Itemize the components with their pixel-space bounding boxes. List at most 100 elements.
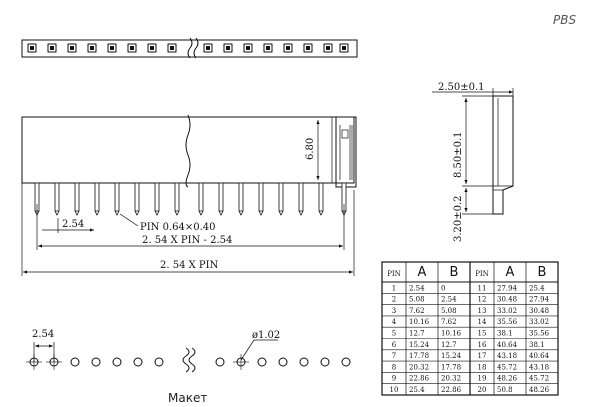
top-pin-core <box>342 46 346 50</box>
hole-circles <box>26 354 351 370</box>
hole-circle <box>278 357 288 367</box>
dim-pin-size: PIN 0.64×0.40 <box>140 222 216 233</box>
dim-span-total: 2. 54 X PIN <box>160 260 219 271</box>
table-cell: 45.72 <box>529 375 549 383</box>
hole-circle <box>257 357 267 367</box>
table-cell: 2.54 <box>409 284 425 292</box>
dim-span-minus: 2. 54 X PIN - 2.54 <box>142 235 232 246</box>
table-header-cell: PIN <box>475 270 489 278</box>
top-pin-core <box>90 46 94 50</box>
top-pin-core <box>50 46 54 50</box>
front-pin-tip <box>198 210 204 216</box>
front-end-detail <box>335 116 357 188</box>
hole-circle <box>91 357 101 367</box>
side-view: 2.50±0.1 8.50±0.1 3.20±0.2 <box>432 82 514 242</box>
top-pin-core <box>286 46 290 50</box>
table-cell: 22.86 <box>409 375 430 383</box>
table-header-cell: A <box>506 265 515 280</box>
table-cell: 50.8 <box>497 386 513 394</box>
table-cell: 15.24 <box>409 341 430 349</box>
front-pin <box>154 182 160 212</box>
top-view-pin-squares <box>27 43 349 53</box>
hole-circle <box>215 357 225 367</box>
hole-circle <box>320 357 330 367</box>
hole-break-1 <box>182 347 190 373</box>
table-cell: 40.64 <box>529 352 550 360</box>
front-pin <box>114 182 120 212</box>
table-cell: 30.48 <box>497 296 517 304</box>
table-header-cell: A <box>418 265 427 280</box>
top-pin-core <box>326 46 330 50</box>
table-cell: 7 <box>392 352 396 360</box>
front-pin <box>74 182 80 212</box>
front-pin-tip <box>218 210 224 216</box>
table-cell: 38.1 <box>529 341 545 349</box>
table-cell: 20 <box>478 386 487 394</box>
table-cell: 6 <box>392 341 397 349</box>
table-cell: 35.56 <box>497 318 518 326</box>
table-cell: 12.7 <box>441 341 457 349</box>
front-pin-tip <box>74 210 80 216</box>
front-view: 6.80 2.54 PIN 0.64×0.40 2. 54 X PIN - 2.… <box>21 114 357 276</box>
table-cell: 16 <box>478 341 487 349</box>
table-header-cell: B <box>538 265 547 280</box>
front-pin <box>218 182 224 212</box>
front-pin-tip <box>134 210 140 216</box>
table-cell: 27.94 <box>497 284 518 292</box>
table-cell: 2.54 <box>441 296 457 304</box>
top-pin-core <box>306 46 310 50</box>
hole-break-2 <box>188 347 196 373</box>
table-cell: 14 <box>478 318 487 326</box>
table-cell: 11 <box>478 284 487 292</box>
top-pin-core <box>266 46 270 50</box>
table-cell: 48.26 <box>529 386 550 394</box>
top-pin-core <box>110 46 114 50</box>
front-pin-tip <box>318 210 324 216</box>
hole-circle <box>341 357 351 367</box>
series-label: PBS <box>553 13 576 27</box>
table-cell: 8 <box>392 363 396 371</box>
table-cell: 25.4 <box>409 386 425 394</box>
front-pin <box>94 182 100 212</box>
hole-circle <box>70 357 80 367</box>
side-view-outline <box>492 95 514 215</box>
table-cell: 33.02 <box>529 318 549 326</box>
table-cell: 4 <box>392 318 397 326</box>
dim-body-height: 8.50±0.1 <box>453 131 464 178</box>
table-cell: 35.56 <box>529 330 550 338</box>
table-cell: 0 <box>441 284 445 292</box>
hole-circle <box>154 357 164 367</box>
table-cell: 5.08 <box>409 296 425 304</box>
dim-total-width: 2.50±0.1 <box>438 82 485 93</box>
table-cell: 13 <box>478 307 487 315</box>
table-cell: 15.24 <box>441 352 462 360</box>
front-pin <box>134 182 140 212</box>
table-cell: 2 <box>392 296 396 304</box>
top-pin-core <box>226 46 230 50</box>
table-cell: 10 <box>390 386 399 394</box>
front-pin-tip <box>238 210 244 216</box>
front-view-pins <box>34 182 347 216</box>
table-cell: 40.64 <box>497 341 518 349</box>
pin-size-leader <box>119 213 139 227</box>
table-cell: 9 <box>392 375 396 383</box>
front-pin <box>198 182 204 212</box>
hole-layout: 2.54 ø1.02 Макет <box>26 329 351 405</box>
hole-circle <box>112 357 122 367</box>
table-cell: 5 <box>392 330 396 338</box>
dim-pin-length: 3.20±0.2 <box>453 195 464 242</box>
top-pin-core <box>130 46 134 50</box>
table-cell: 33.02 <box>497 307 517 315</box>
top-pin-core <box>150 46 154 50</box>
front-pin <box>318 182 324 212</box>
table-cell: 19 <box>478 375 487 383</box>
top-pin-core <box>206 46 210 50</box>
table-cell: 18 <box>478 363 487 371</box>
front-pin-tip <box>298 210 304 216</box>
front-body <box>21 116 355 184</box>
table-cell: 7.62 <box>409 307 425 315</box>
table-header-cell: B <box>450 265 459 280</box>
front-pin-tip <box>114 210 120 216</box>
dim-pitch-top: 2.54 <box>62 219 84 230</box>
dim-pitch-bottom: 2.54 <box>32 329 54 340</box>
